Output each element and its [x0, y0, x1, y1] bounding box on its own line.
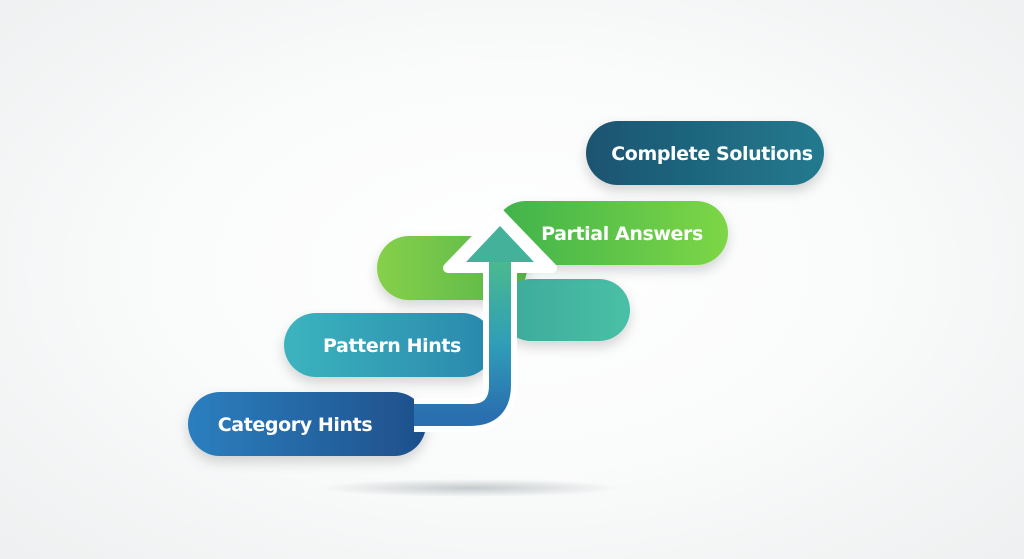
floor-shadow [320, 479, 620, 497]
step-complete-solutions-pill [586, 121, 824, 185]
rising-arrow-icon [414, 209, 557, 432]
step-pattern-hints-pill [284, 313, 494, 377]
rising-arrow-shaft [414, 262, 511, 426]
step-partial-answers-pill [494, 201, 728, 265]
step-teal-pill [500, 279, 630, 341]
rising-arrow-head [466, 226, 534, 262]
step-category-hints-label: Category Hints [218, 414, 373, 436]
step-partial-answers-label: Partial Answers [541, 223, 703, 245]
step-complete-solutions-label: Complete Solutions [611, 143, 813, 165]
step-category-hints-pill [188, 392, 426, 456]
step-pattern-hints-label: Pattern Hints [323, 335, 461, 357]
